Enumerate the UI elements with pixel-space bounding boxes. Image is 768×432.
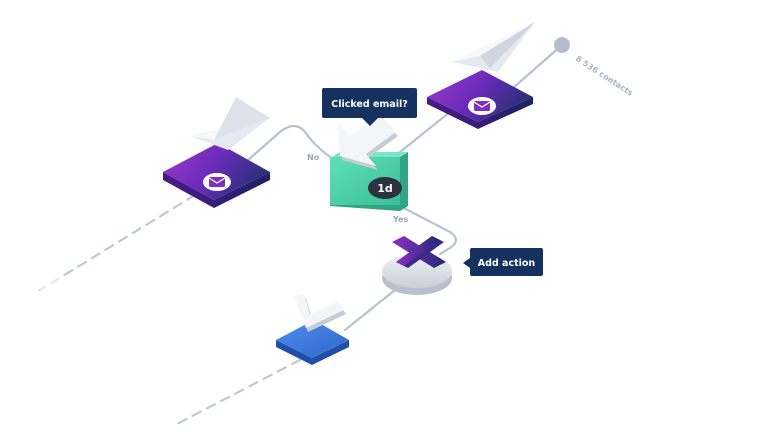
- dashed-tails: [38, 193, 302, 427]
- branch-no-label: No: [307, 153, 320, 162]
- delay-badge: 1d: [368, 177, 402, 199]
- check-icon: [294, 294, 346, 332]
- connector-no-branch: [246, 124, 337, 162]
- connector-start-to-email: [503, 43, 564, 97]
- tooltip-clicked-email-text: Clicked email?: [331, 99, 408, 110]
- add-action-node[interactable]: [382, 236, 452, 295]
- branch-yes-label: Yes: [392, 215, 408, 224]
- dashed-tail-bottom: [173, 358, 302, 427]
- start-dot-icon[interactable]: [554, 37, 570, 53]
- contacts-count-label: 8 536 contacts: [574, 54, 635, 98]
- arrow-icon: [338, 114, 398, 170]
- tooltip-add-action[interactable]: Add action: [463, 248, 543, 276]
- tooltip-clicked-email: Clicked email?: [322, 88, 417, 126]
- paper-plane-icon: [452, 22, 535, 72]
- envelope-icon: [468, 97, 496, 115]
- email-node-top[interactable]: [427, 70, 533, 129]
- connector-email-to-condition: [398, 110, 452, 154]
- delay-badge-text: 1d: [377, 182, 393, 195]
- end-node[interactable]: [276, 294, 349, 365]
- envelope-icon: [203, 173, 231, 191]
- plus-icon: [392, 236, 446, 268]
- connector-yes-branch: [396, 203, 458, 256]
- tooltip-add-action-text: Add action: [478, 258, 536, 269]
- condition-node[interactable]: 1d: [330, 114, 408, 211]
- connector-add-to-end: [343, 288, 397, 332]
- workflow-connectors: [246, 43, 564, 332]
- dashed-tail-left: [38, 193, 197, 292]
- paper-plane-icon: [190, 97, 270, 150]
- email-node-left[interactable]: [163, 143, 270, 208]
